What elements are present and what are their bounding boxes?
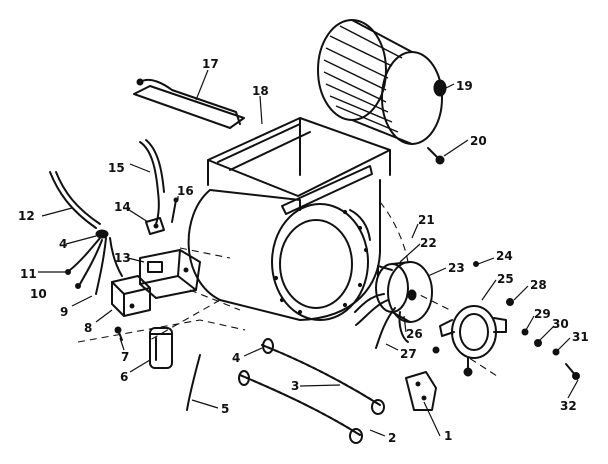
label-part-17: 17	[202, 57, 219, 71]
label-part-16: 16	[177, 184, 194, 198]
label-part-22: 22	[420, 236, 437, 250]
control-box	[111, 249, 201, 317]
part-labels: 1 2 3 4 4 5 6 7 8 9 10 11 12 13 14 15 16…	[18, 57, 589, 445]
label-part-2: 2	[388, 431, 396, 445]
label-part-21: 21	[418, 213, 435, 227]
label-part-8: 8	[84, 321, 92, 335]
blower-housing	[187, 179, 381, 321]
assembly-lines	[77, 201, 501, 379]
label-part-1: 1	[444, 429, 452, 443]
label-part-3: 3	[291, 379, 299, 393]
mounting-legs	[238, 338, 385, 444]
label-part-10: 10	[30, 287, 47, 301]
cable-tie	[186, 354, 201, 411]
label-part-30: 30	[552, 317, 569, 331]
label-part-4-harness: 4	[59, 237, 67, 251]
label-part-29: 29	[534, 307, 551, 321]
blower-wheel	[317, 19, 447, 145]
housing-frame	[207, 117, 391, 215]
hub-screw	[427, 147, 445, 165]
label-part-18: 18	[252, 84, 269, 98]
label-part-19: 19	[456, 79, 473, 93]
label-part-12: 12	[18, 209, 35, 223]
limit-switch	[145, 217, 165, 235]
wiring-harness	[49, 171, 123, 295]
label-part-14: 14	[114, 200, 131, 214]
leader-lines	[38, 69, 579, 437]
label-part-15: 15	[108, 161, 125, 175]
label-part-26: 26	[406, 327, 423, 341]
label-part-20: 20	[470, 134, 487, 148]
label-part-4-legs: 4	[232, 351, 240, 365]
motor-wiring	[354, 293, 409, 349]
label-part-28: 28	[530, 278, 547, 292]
label-part-5: 5	[221, 402, 229, 416]
label-part-7: 7	[121, 350, 129, 364]
label-part-27: 27	[400, 347, 417, 361]
label-part-25: 25	[497, 272, 514, 286]
control-bracket	[133, 78, 245, 129]
blower-motor	[375, 261, 433, 323]
label-part-24: 24	[496, 249, 513, 263]
label-part-32: 32	[560, 399, 577, 413]
motor-mount-band	[432, 305, 507, 377]
motor-hardware	[473, 261, 580, 380]
label-part-9: 9	[60, 305, 68, 319]
label-part-13: 13	[114, 251, 131, 265]
mounting-clip	[405, 371, 437, 411]
label-part-11: 11	[20, 267, 37, 281]
label-part-31: 31	[572, 330, 589, 344]
screw-16	[171, 197, 179, 223]
wire-lead	[139, 139, 165, 225]
screw	[114, 326, 123, 341]
label-part-23: 23	[448, 261, 465, 275]
capacitor	[149, 327, 173, 369]
label-part-6: 6	[120, 370, 128, 384]
